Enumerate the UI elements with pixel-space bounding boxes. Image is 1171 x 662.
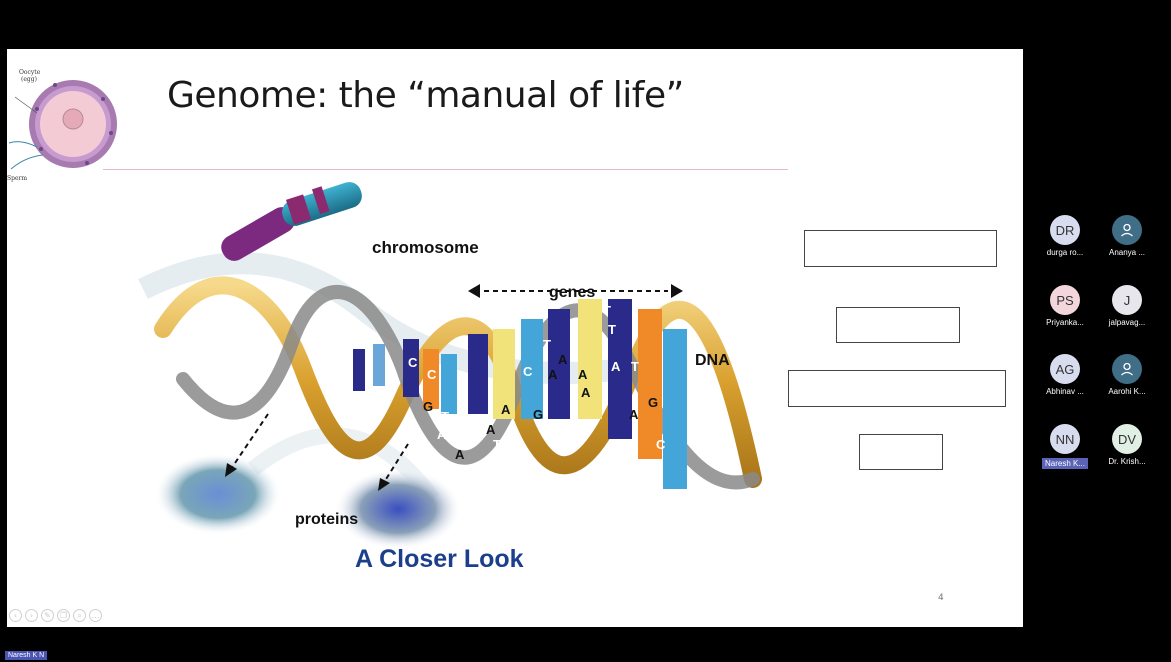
svg-text:G: G <box>648 395 658 410</box>
svg-text:A: A <box>581 385 591 400</box>
participant-tile[interactable]: PS Priyanka... <box>1035 285 1095 327</box>
answer-box-1[interactable] <box>804 230 997 267</box>
answer-box-4[interactable] <box>859 434 943 470</box>
avatar: NN <box>1050 424 1080 454</box>
dna-base-letters: C C G T A A C A A G T A T T A T A G A C <box>408 303 666 462</box>
svg-text:G: G <box>423 399 433 414</box>
avatar: J <box>1112 285 1142 315</box>
genes-label: genes <box>549 284 595 301</box>
svg-text:A: A <box>437 427 447 442</box>
active-speaker-label: Naresh K N <box>5 651 48 660</box>
svg-text:C: C <box>656 437 666 452</box>
slide-controls: ‹ › ✎ ❐ ⌕ … <box>9 609 102 622</box>
participant-tile[interactable]: Aarohi K... <box>1097 354 1157 396</box>
participant-tile[interactable]: J jalpavag... <box>1097 285 1157 327</box>
participant-tile[interactable]: AG Abhinav ... <box>1035 354 1095 396</box>
slide-page-number: 4 <box>938 593 944 603</box>
participant-name: Dr. Krish... <box>1108 457 1146 466</box>
participant-name: Abhinav ... <box>1046 387 1084 396</box>
oocyte-label: Oocyte <box>19 69 41 76</box>
protein-blob-1 <box>156 454 280 534</box>
participant-tile[interactable]: Ananya ... <box>1097 215 1157 257</box>
image-frame-line <box>103 169 788 170</box>
svg-text:T: T <box>441 409 449 424</box>
svg-text:T: T <box>631 359 639 374</box>
svg-text:A: A <box>611 359 621 374</box>
participant-tile[interactable]: DV Dr. Krish... <box>1097 424 1157 466</box>
svg-text:A: A <box>578 367 588 382</box>
next-icon[interactable]: › <box>25 609 38 622</box>
person-icon <box>1112 215 1142 245</box>
protein-blob-2 <box>336 469 460 549</box>
svg-text:A: A <box>455 447 465 462</box>
person-icon <box>1112 354 1142 384</box>
svg-text:T: T <box>603 303 611 318</box>
participant-name: Aarohi K... <box>1108 387 1146 396</box>
avatar: PS <box>1050 285 1080 315</box>
avatar: DR <box>1050 215 1080 245</box>
svg-text:G: G <box>533 407 543 422</box>
pen-icon[interactable]: ✎ <box>41 609 54 622</box>
svg-text:T: T <box>543 337 551 352</box>
svg-text:A: A <box>629 407 639 422</box>
participant-tile[interactable]: NN Naresh K... <box>1035 424 1095 473</box>
oocyte-diagram: Oocyte (egg) Sperm <box>7 61 122 186</box>
oocyte-illustration <box>8 80 117 170</box>
svg-text:T: T <box>493 437 501 452</box>
svg-text:T: T <box>518 447 526 462</box>
chromosome-shape <box>221 182 362 261</box>
caption-a-closer-look: A Closer Look <box>355 545 524 573</box>
svg-text:A: A <box>558 352 568 367</box>
participant-name: Ananya ... <box>1108 248 1146 257</box>
svg-text:A: A <box>548 367 558 382</box>
proteins-label: proteins <box>295 511 358 528</box>
answer-box-2[interactable] <box>836 307 960 343</box>
slide-title: Genome: the “manual of life” <box>167 75 684 116</box>
zoom-icon[interactable]: ⌕ <box>73 609 86 622</box>
copy-icon[interactable]: ❐ <box>57 609 70 622</box>
participant-name: jalpavag... <box>1108 318 1146 327</box>
chromosome-label: chromosome <box>372 238 479 257</box>
participant-name: Priyanka... <box>1046 318 1084 327</box>
prev-icon[interactable]: ‹ <box>9 609 22 622</box>
svg-text:A: A <box>501 402 511 417</box>
egg-label: (egg) <box>21 76 37 83</box>
participant-name: Naresh K... <box>1041 458 1088 469</box>
participant-tile[interactable]: DR durga ro... <box>1035 215 1095 257</box>
svg-text:C: C <box>523 364 533 379</box>
participant-name: durga ro... <box>1046 248 1084 257</box>
svg-text:C: C <box>427 367 437 382</box>
dna-illustration: C C G T A A C A A G T A T T A T A G A C <box>138 182 762 549</box>
shared-slide: Oocyte (egg) Sperm Genome: the “manual o… <box>7 49 1023 627</box>
dna-label: DNA <box>695 352 730 369</box>
svg-text:T: T <box>608 322 616 337</box>
svg-text:C: C <box>408 355 418 370</box>
svg-text:A: A <box>486 422 496 437</box>
more-icon[interactable]: … <box>89 609 102 622</box>
sperm-label: Sperm <box>7 175 28 182</box>
avatar: DV <box>1112 424 1142 454</box>
answer-box-3[interactable] <box>788 370 1006 407</box>
avatar: AG <box>1050 354 1080 384</box>
